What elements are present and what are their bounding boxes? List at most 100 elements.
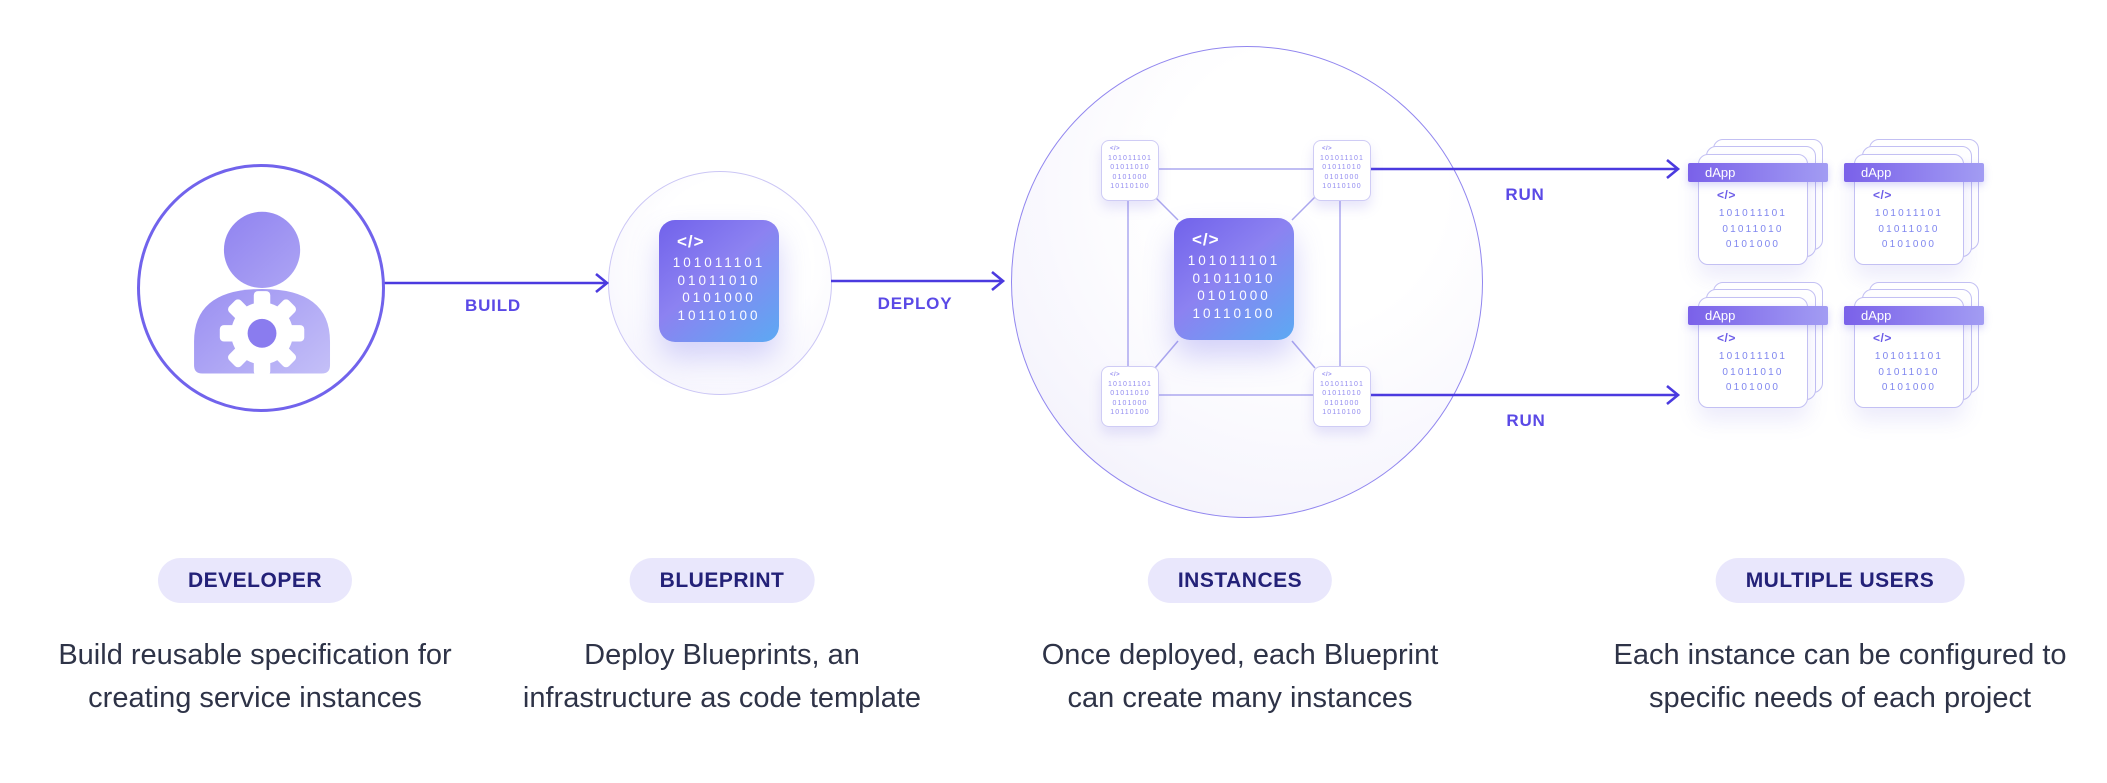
- dapp-stack-4: </> 101011101 01011010 0101000 dApp: [1844, 282, 2014, 422]
- run-arrowhead-top: [1666, 158, 1681, 180]
- code-icon: </>: [1110, 372, 1121, 378]
- blueprint-pill: BLUEPRINT: [629, 558, 815, 603]
- binary-row: 101011101: [1718, 351, 1788, 362]
- multiple-users-description: Each instance can be configured to speci…: [1613, 634, 2066, 720]
- instance-card-top-right: </> 101011101 01011010 0101000 10110100: [1313, 140, 1371, 201]
- dapp-stack-1: </> 101011101 01011010 0101000 dApp: [1688, 139, 1858, 279]
- dapp-stack-2: </> 101011101 01011010 0101000 dApp: [1844, 139, 2014, 279]
- binary-row: 10110100: [1322, 408, 1362, 416]
- binary-row: 10110100: [1322, 182, 1362, 190]
- binary-block: 101011101 01011010 0101000 10110100: [659, 254, 779, 324]
- binary-row: 0101000: [682, 290, 756, 305]
- developer-pill: DEVELOPER: [157, 558, 353, 603]
- description-line: creating service instances: [88, 682, 422, 714]
- instances-description: Once deployed, each Blueprint can create…: [1042, 634, 1439, 720]
- description-line: infrastructure as code template: [522, 682, 922, 714]
- binary-row: 01011010: [1722, 366, 1784, 378]
- binary-row: 01011010: [1878, 223, 1940, 235]
- instance-diagonal-tl: [1154, 196, 1179, 221]
- instances-pill: INSTANCES: [1147, 558, 1333, 603]
- binary-row: 01011010: [1110, 390, 1150, 398]
- binary-block: 101011101 01011010 0101000 10110100: [1102, 154, 1158, 191]
- developer-gear-person-icon: [194, 211, 331, 376]
- description-line: can create many instances: [1067, 682, 1413, 714]
- binary-row: 01011010: [677, 272, 761, 288]
- description-line: specific needs of each project: [1648, 682, 2032, 714]
- dapp-stack-3: </> 101011101 01011010 0101000 dApp: [1688, 282, 1858, 422]
- run-label-bottom: RUN: [1506, 411, 1546, 430]
- instance-diagonal-tr: [1291, 196, 1316, 221]
- binary-block: 101011101 01011010 0101000 10110100: [1102, 380, 1158, 417]
- instance-card-bottom-left: </> 101011101 01011010 0101000 10110100: [1101, 366, 1159, 427]
- binary-row: 01011010: [1322, 164, 1362, 172]
- multiple-users-pill: MULTIPLE USERS: [1715, 558, 1965, 603]
- binary-row: 101011101: [1320, 381, 1364, 388]
- dapp-header-bar: dApp: [1844, 163, 1984, 182]
- code-icon: </>: [1717, 188, 1736, 202]
- binary-block: 101011101 01011010 0101000: [1699, 349, 1807, 396]
- binary-row: 0101000: [1725, 382, 1781, 393]
- binary-block: 101011101 01011010 0101000: [1855, 349, 1963, 396]
- binary-row: 0101000: [1324, 399, 1360, 407]
- description-line: Each instance can be configured to: [1613, 639, 2067, 671]
- binary-row: 101011101: [1874, 208, 1944, 219]
- binary-row: 101011101: [672, 255, 766, 270]
- binary-row: 0101000: [1881, 382, 1937, 393]
- deploy-arrowhead: [991, 270, 1006, 292]
- developer-circle: [137, 164, 385, 412]
- binary-row: 0101000: [1324, 173, 1360, 181]
- instance-card-bottom-right: </> 101011101 01011010 0101000 10110100: [1313, 366, 1371, 427]
- blueprint-description: Deploy Blueprints, an infrastructure as …: [523, 634, 921, 720]
- description-line: Deploy Blueprints, an: [584, 639, 860, 671]
- binary-row: 10110100: [1110, 182, 1150, 190]
- build-arrowhead: [595, 272, 610, 294]
- blueprint-code-square: </> 101011101 01011010 0101000 10110100: [659, 220, 779, 342]
- binary-block: 101011101 01011010 0101000 10110100: [1314, 380, 1370, 417]
- dapp-header-bar: dApp: [1688, 163, 1828, 182]
- code-icon: </>: [1110, 146, 1121, 152]
- run-arrowhead-bottom: [1666, 384, 1681, 406]
- binary-row: 01011010: [1322, 390, 1362, 398]
- description-line: Once deployed, each Blueprint: [1041, 639, 1439, 671]
- binary-row: 101011101: [1874, 351, 1944, 362]
- instances-code-square: </> 101011101 01011010 0101000 10110100: [1174, 218, 1294, 340]
- binary-row: 0101000: [1725, 239, 1781, 250]
- code-icon: </>: [1322, 372, 1333, 378]
- deploy-label: DEPLOY: [877, 294, 953, 313]
- instance-card-top-left: </> 101011101 01011010 0101000 10110100: [1101, 140, 1159, 201]
- binary-row: 0101000: [1881, 239, 1937, 250]
- binary-row: 101011101: [1108, 381, 1152, 388]
- dapp-header-bar: dApp: [1688, 306, 1828, 325]
- binary-row: 101011101: [1108, 155, 1152, 162]
- description-line: Build reusable specification for: [58, 639, 452, 671]
- developer-description: Build reusable specification for creatin…: [58, 634, 451, 720]
- binary-row: 01011010: [1192, 270, 1276, 286]
- binary-row: 01011010: [1878, 366, 1940, 378]
- binary-row: 0101000: [1112, 173, 1148, 181]
- code-icon: </>: [1192, 230, 1220, 249]
- code-icon: </>: [1873, 188, 1892, 202]
- binary-row: 01011010: [1722, 223, 1784, 235]
- instance-diagonal-bl: [1154, 340, 1179, 369]
- binary-block: 101011101 01011010 0101000 10110100: [1314, 154, 1370, 191]
- binary-row: 10110100: [1110, 408, 1150, 416]
- binary-row: 0101000: [1197, 288, 1271, 303]
- binary-row: 10110100: [677, 307, 761, 323]
- binary-row: 101011101: [1187, 253, 1281, 268]
- binary-block: 101011101 01011010 0101000 10110100: [1174, 252, 1294, 322]
- binary-row: 01011010: [1110, 164, 1150, 172]
- code-icon: </>: [1322, 146, 1333, 152]
- binary-row: 101011101: [1718, 208, 1788, 219]
- code-icon: </>: [1873, 331, 1892, 345]
- binary-row: 0101000: [1112, 399, 1148, 407]
- code-icon: </>: [1717, 331, 1736, 345]
- binary-row: 10110100: [1192, 305, 1276, 321]
- binary-row: 101011101: [1320, 155, 1364, 162]
- code-icon: </>: [677, 232, 705, 251]
- build-label: BUILD: [465, 296, 521, 315]
- dapp-header-bar: dApp: [1844, 306, 1984, 325]
- instance-diagonal-br: [1291, 340, 1316, 369]
- binary-block: 101011101 01011010 0101000: [1699, 206, 1807, 253]
